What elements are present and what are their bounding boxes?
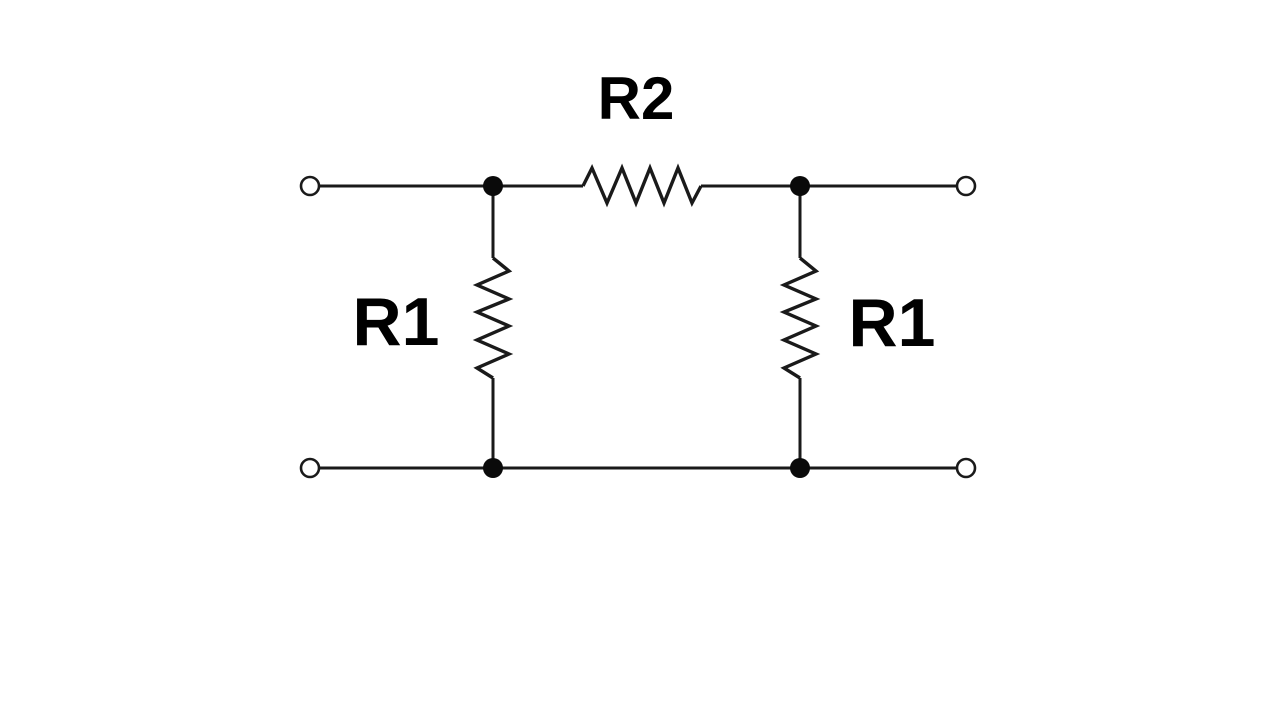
junction-dot-top-left — [483, 176, 503, 196]
junction-dot-top-right — [790, 176, 810, 196]
resistor-r1-left-symbol — [472, 256, 514, 380]
resistor-r2-symbol — [581, 163, 703, 208]
resistor-r1-right-symbol — [779, 256, 821, 380]
label-r2: R2 — [598, 65, 675, 132]
junction-dot-bottom-left — [483, 458, 503, 478]
terminal-bottom-right — [955, 457, 977, 479]
label-r1-right: R1 — [849, 285, 936, 361]
label-r1-left: R1 — [353, 284, 440, 360]
terminal-top-right — [955, 175, 977, 197]
terminal-top-left — [299, 175, 321, 197]
terminal-bottom-left — [299, 457, 321, 479]
junction-dot-bottom-right — [790, 458, 810, 478]
